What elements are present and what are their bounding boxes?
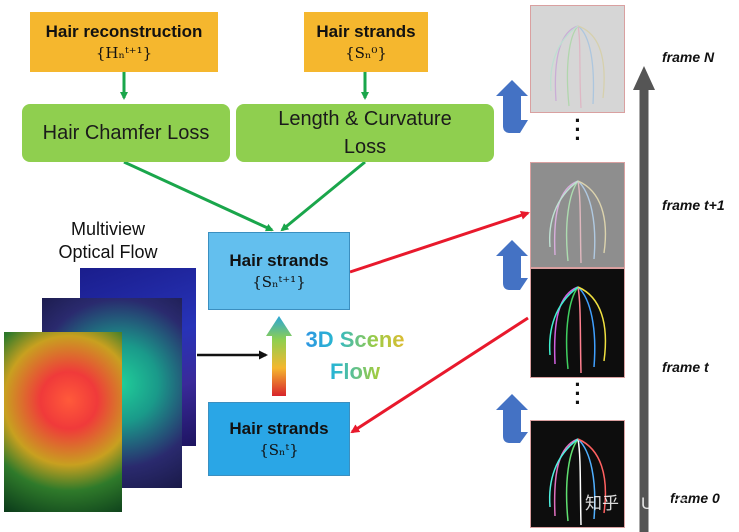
box-math: {Sₙᵗ} <box>259 441 299 459</box>
frame-label-t: frame t <box>662 359 709 375</box>
frame-label-0: frame 0 <box>670 490 720 506</box>
label-line1: Multiview <box>70 219 145 239</box>
hair-strands-current-box: Hair strands {Sₙᵗ} <box>208 402 350 476</box>
red-arrow <box>349 210 530 274</box>
red-arrow <box>350 316 529 434</box>
scene-flow-gradient-arrow <box>266 316 292 396</box>
hair-strands-render <box>548 180 607 264</box>
box-title: Hair strands <box>229 419 329 438</box>
hair-render-frame-n <box>530 5 625 113</box>
loop-arrow <box>496 80 528 133</box>
hair-render-frame-t <box>530 268 625 378</box>
box-title: Hair reconstruction <box>45 22 203 41</box>
loop-arrow <box>496 240 528 290</box>
optical-flow-image-front <box>4 332 122 512</box>
hair-strands-render <box>548 438 607 526</box>
hair-render-frame-0 <box>530 420 625 528</box>
box-title: Hair strands <box>316 22 416 41</box>
timeline-arrowhead <box>633 66 655 90</box>
box-label-line2: Loss <box>343 136 387 158</box>
optical-flow-label: Multiview Optical Flow <box>36 218 180 264</box>
hair-strands-render <box>550 25 605 109</box>
ellipsis-dots: ··· <box>574 372 582 415</box>
watermark: 知乎 @Ubn六 <box>585 494 690 513</box>
label-line2: Flow <box>329 359 381 384</box>
hair-strands-init-box: Hair strands {Sₙ⁰} <box>304 12 428 72</box>
length-curvature-loss-box: Length & Curvature Loss <box>236 104 494 162</box>
green-arrow <box>123 160 274 232</box>
label-line1: 3D Scene <box>305 327 405 352</box>
frame-label-n: frame N <box>662 49 715 65</box>
box-math: {Hₙᵗ⁺¹} <box>95 44 153 62</box>
box-math: {Sₙ⁰} <box>345 44 387 62</box>
scene-flow-label: 3D Scene Flow <box>296 324 414 388</box>
hair-strands-next-box: Hair strands {Sₙᵗ⁺¹} <box>208 232 350 310</box>
hair-chamfer-loss-box: Hair Chamfer Loss <box>22 104 230 162</box>
loop-arrow <box>496 394 528 443</box>
box-math: {Sₙᵗ⁺¹} <box>252 273 306 291</box>
hair-reconstruction-box: Hair reconstruction {Hₙᵗ⁺¹} <box>30 12 218 72</box>
green-arrow <box>280 160 366 232</box>
ellipsis-dots: ··· <box>574 108 582 151</box>
hair-render-frame-t1 <box>530 162 625 268</box>
box-title: Hair strands <box>229 251 329 270</box>
hair-strands-render <box>548 286 607 374</box>
frame-label-t1: frame t+1 <box>662 197 725 213</box>
box-label-line1: Length & Curvature <box>278 108 452 130</box>
label-line2: Optical Flow <box>58 242 158 262</box>
box-label: Hair Chamfer Loss <box>42 122 210 144</box>
